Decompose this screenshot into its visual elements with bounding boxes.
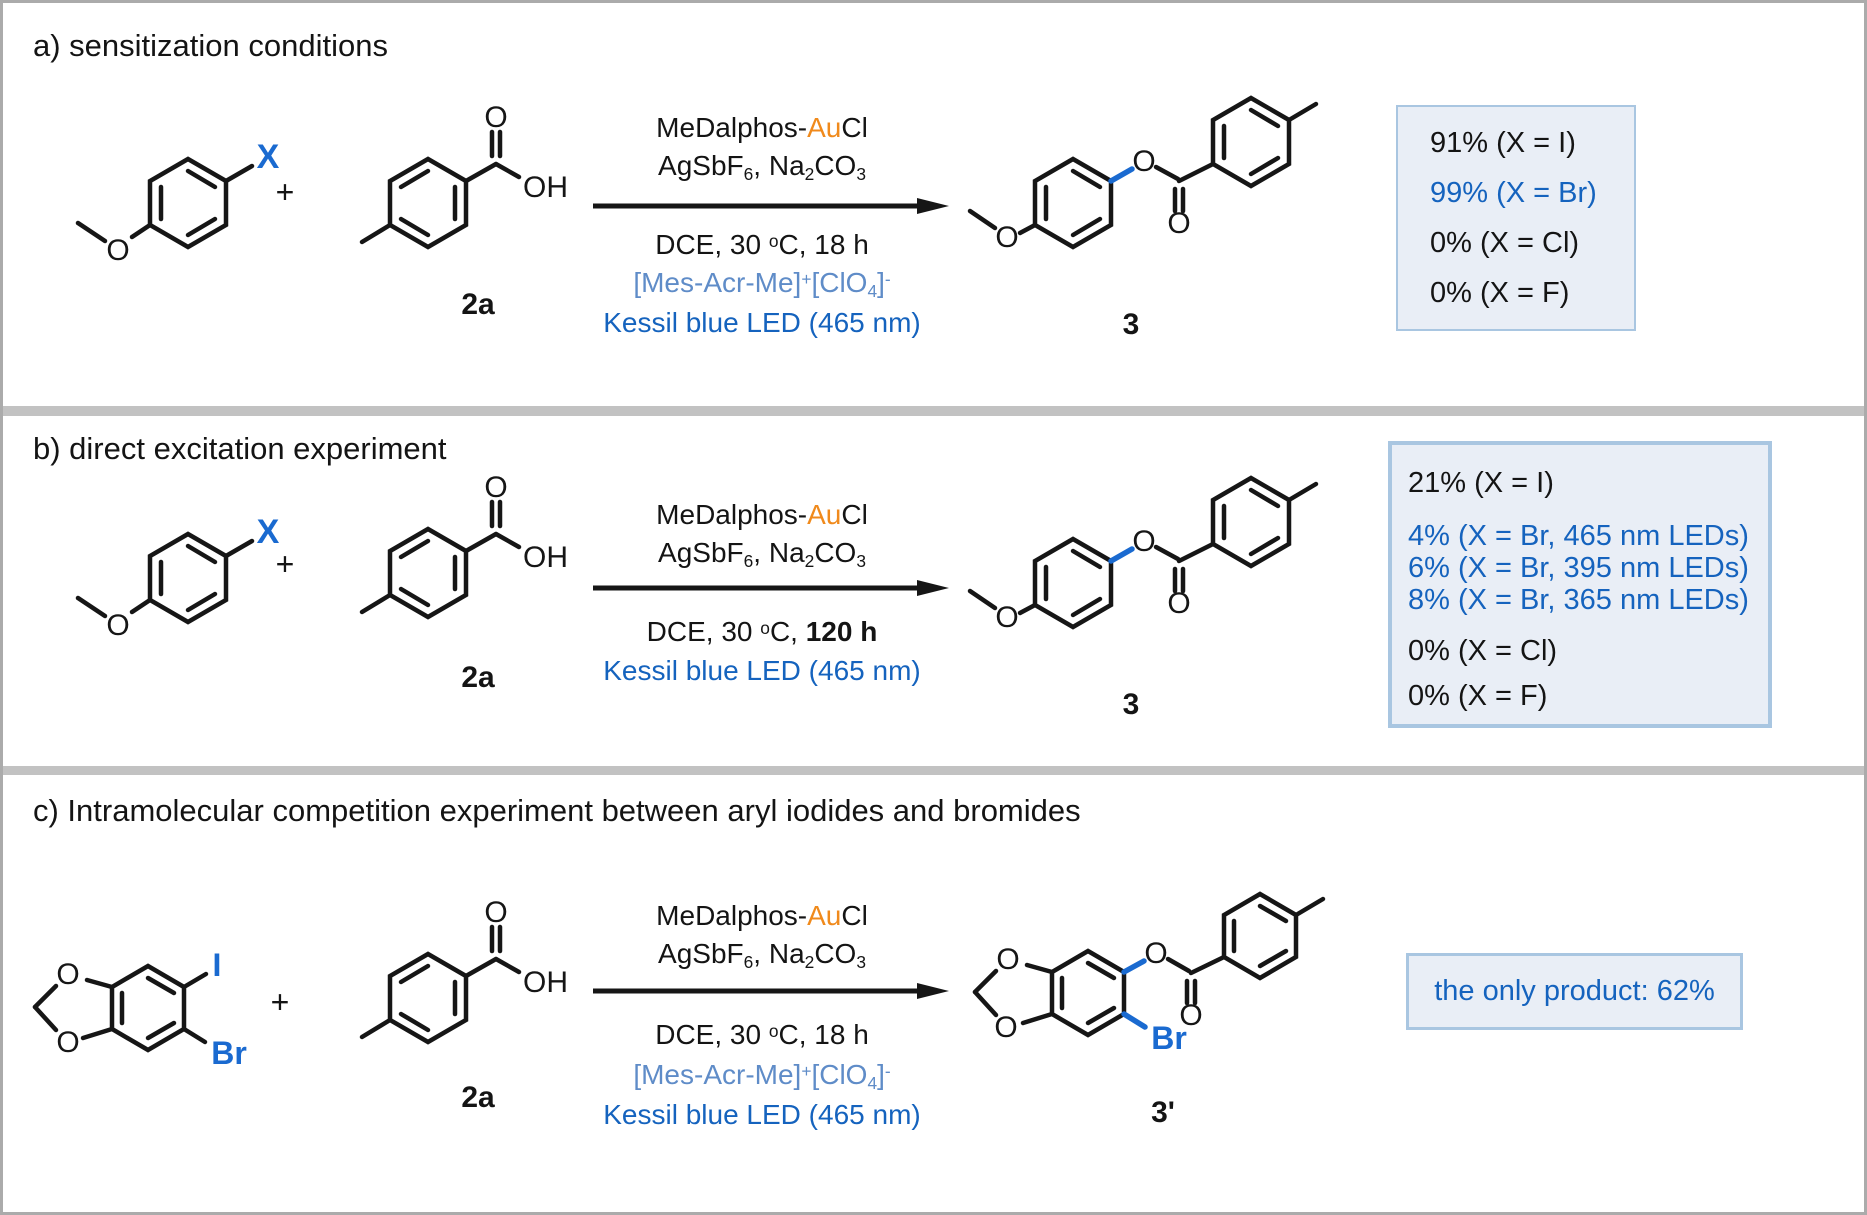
yield-line: 6% (X = Br, 395 nm LEDs) [1408,552,1749,584]
toluic-acid-structure-b [308,423,588,673]
led-line: Kessil blue LED (465 nm) [603,1099,921,1130]
panel-b: b) direct excitation experiment + 2a MeD… [3,3,1864,1212]
panel-a-title: a) sensitization conditions [33,28,388,63]
solvent-line: DCE, 30 oC, 18 h [655,1019,869,1050]
panel-a: a) sensitization conditions + 2a MeDalph… [3,3,1864,1212]
yield-line: 0% (X = F) [1408,680,1548,712]
panel-b-title: b) direct excitation experiment [33,431,447,466]
yield-line: 91% (X = I) [1430,127,1576,159]
led-line: Kessil blue LED (465 nm) [603,655,921,686]
reaction-arrow [591,196,951,216]
plus-sign: + [275,546,295,582]
product-3-structure-a [963,63,1363,323]
additives-line: AgSbF6, Na2CO3 [658,150,866,184]
yield-line: 0% (X = Cl) [1408,635,1558,667]
catalyst-line: MeDalphos-AuCl [656,499,868,530]
plus-sign: + [270,984,290,1020]
compound-label-2a: 2a [461,288,495,321]
aryl-halide-structure-b [28,463,328,663]
toluic-acid-structure-c [308,848,588,1098]
yield-line: 99% (X = Br) [1430,177,1597,209]
reaction-arrow [591,578,951,598]
yield-box-b: 21% (X = I) 4% (X = Br, 465 nm LEDs) 6% … [1388,441,1772,728]
compound-label-3: 3 [1122,688,1140,721]
yield-line: 0% (X = Cl) [1430,227,1580,259]
yield-line: 21% (X = I) [1408,467,1554,499]
yield-line: 0% (X = F) [1430,277,1570,309]
product-3prime-structure [953,881,1373,1161]
panel-divider-2 [3,766,1864,775]
aryl-halide-structure-a [28,88,328,288]
solvent-line: DCE, 30 oC, 120 h [646,616,878,647]
catalyst-line: MeDalphos-AuCl [656,900,868,931]
yield-line: the only product: 62% [1434,975,1715,1007]
panel-divider-1 [3,406,1864,416]
aryl-iodide-bromide-structure [13,903,313,1103]
additives-line: AgSbF6, Na2CO3 [658,537,866,571]
compound-label-2a: 2a [461,661,495,694]
led-line: Kessil blue LED (465 nm) [603,307,921,338]
toluic-acid-structure-a [308,53,588,303]
photocatalyst-line: [Mes-Acr-Me]+[ClO4]- [633,267,891,301]
product-3-structure-b [963,443,1363,703]
compound-label-2a: 2a [461,1081,495,1114]
solvent-line: DCE, 30 oC, 18 h [655,229,869,260]
photocatalyst-line: [Mes-Acr-Me]+[ClO4]- [633,1059,891,1093]
yield-box-c: the only product: 62% [1406,953,1743,1030]
yield-box-a: 91% (X = I) 99% (X = Br) 0% (X = Cl) 0% … [1396,105,1636,331]
panel-c: c) Intramolecular competition experiment… [3,3,1864,1212]
compound-label-3prime: 3' [1151,1096,1175,1129]
catalyst-line: MeDalphos-AuCl [656,112,868,143]
panel-c-title: c) Intramolecular competition experiment… [33,793,1081,828]
plus-sign: + [275,174,295,210]
compound-label-3: 3 [1122,308,1140,341]
yield-line: 8% (X = Br, 365 nm LEDs) [1408,584,1749,616]
yield-line: 4% (X = Br, 465 nm LEDs) [1408,520,1749,552]
reaction-arrow [591,981,951,1001]
additives-line: AgSbF6, Na2CO3 [658,938,866,972]
